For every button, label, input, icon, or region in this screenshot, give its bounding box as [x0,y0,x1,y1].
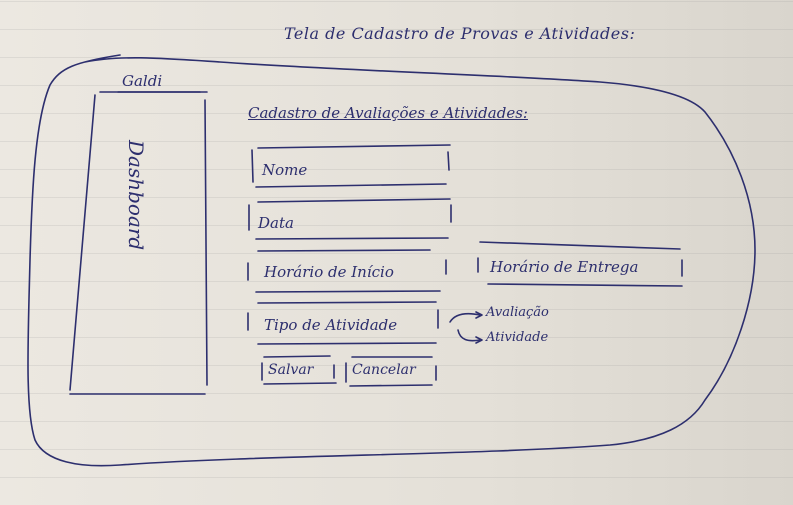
horario-entrega-input[interactable]: Horário de Entrega [490,258,639,276]
app-logo: Galdi [122,72,163,90]
tipo-atividade-select[interactable]: Tipo de Atividade [264,316,398,334]
save-button[interactable]: Salvar [268,362,314,378]
nome-input[interactable]: Nome [262,161,308,179]
tipo-option-avaliacao[interactable]: Avaliação [486,305,549,320]
save-button-frame [261,355,337,385]
horario-inicio-field [247,249,447,293]
nome-field [251,144,451,188]
cancel-button[interactable]: Cancelar [352,362,416,378]
page-title: Tela de Cadastro de Provas e Atividades: [284,24,636,43]
tipo-option-atividade[interactable]: Atividade [486,330,549,345]
horario-entrega-field [477,241,683,287]
data-input[interactable]: Data [258,214,294,232]
tipo-atividade-field [247,301,439,345]
horario-inicio-input[interactable]: Horário de Início [264,263,394,281]
data-field [248,198,452,240]
sidebar-frame [69,91,208,395]
tipo-option-arrows [449,311,483,344]
screen-frame [27,54,756,467]
sidebar-item-dashboard[interactable]: Dashboard [124,140,148,251]
form-title: Cadastro de Avaliações e Atividades: [248,104,528,122]
cancel-button-frame [345,356,437,387]
